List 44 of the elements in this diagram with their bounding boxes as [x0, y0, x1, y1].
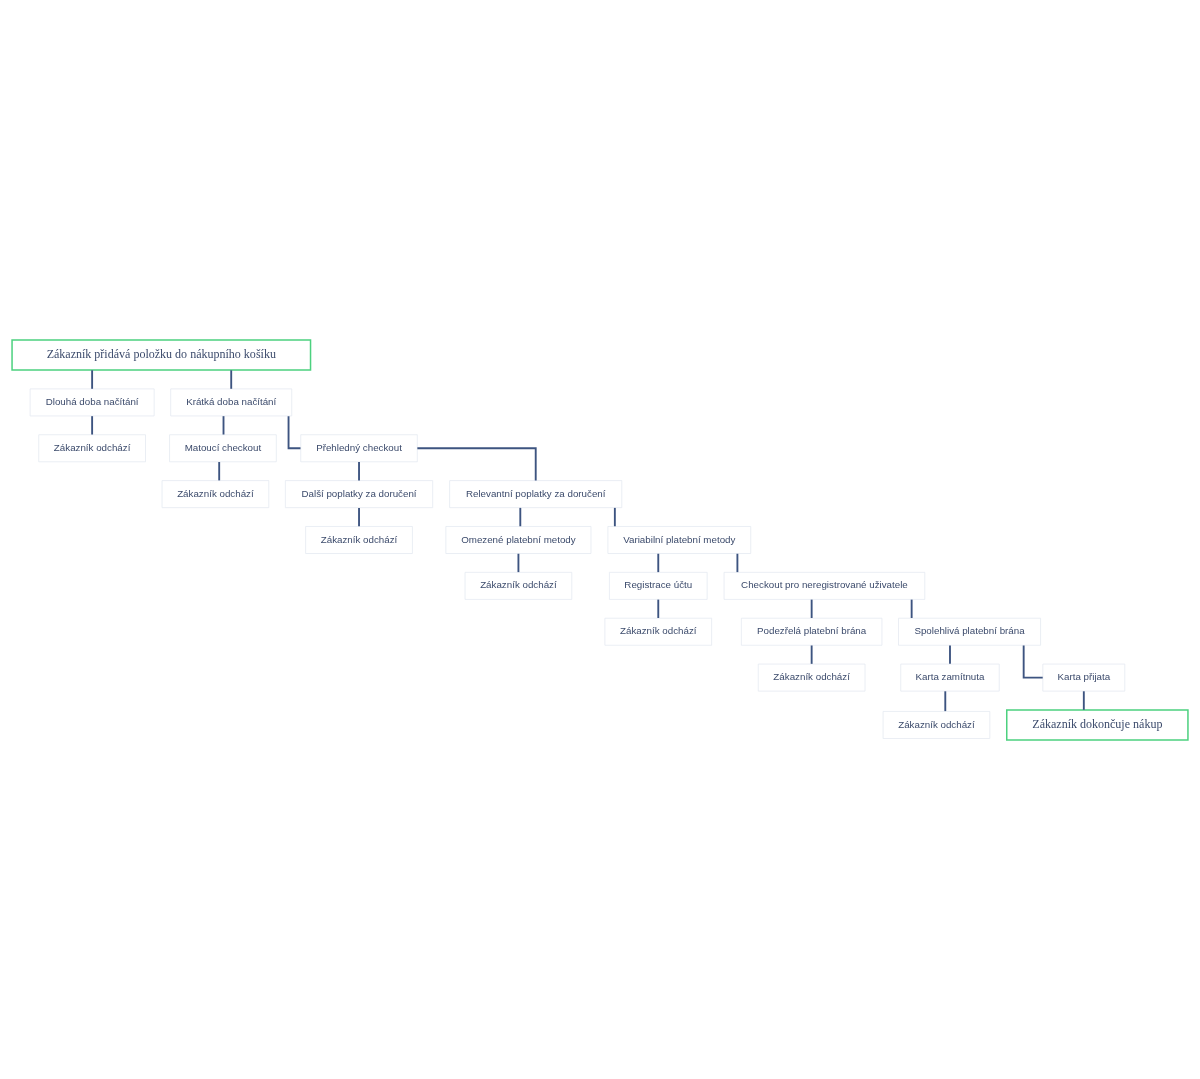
node-box: Karta zamítnuta — [900, 663, 1000, 691]
connector — [519, 506, 522, 527]
connector — [1082, 689, 1085, 711]
node-box: Zákazník odchází — [882, 710, 991, 739]
node-box: Zákazník odchází — [38, 433, 146, 462]
connector — [287, 414, 302, 449]
node-box: Zákazník odchází — [757, 663, 866, 691]
connector — [416, 446, 537, 481]
node-box: Podezřelá platební brána — [740, 617, 883, 646]
connector — [358, 506, 360, 527]
node-box: Variabilní platební metody — [607, 525, 752, 554]
connector — [657, 598, 660, 619]
connector — [736, 552, 739, 573]
connector — [91, 414, 94, 435]
node-box: Krátká doba načítání — [170, 388, 293, 416]
node-box: Zákazník odchází — [161, 479, 270, 508]
connector — [218, 460, 221, 481]
node-box: Spolehlivá platební brána — [898, 617, 1041, 646]
node-box: Karta přijata — [1042, 663, 1126, 691]
connector — [949, 644, 951, 665]
connector — [657, 552, 660, 573]
node-box: Checkout pro neregistrované uživatele — [723, 571, 926, 600]
node-box: Zákazník odchází — [604, 617, 713, 646]
connector — [910, 598, 913, 619]
connector — [230, 368, 233, 390]
connector — [222, 414, 225, 435]
node-box: Dlouhá doba načítání — [29, 388, 155, 416]
node-box: Relevantní poplatky za doručení — [449, 479, 623, 508]
node-box: Zákazník přidává položku do nákupního košíku — [11, 338, 312, 371]
connector — [810, 644, 813, 665]
node-box: Omezené platební metody — [445, 525, 592, 554]
node-box: Další poplatky za doručení — [284, 479, 434, 508]
connector — [517, 552, 520, 573]
connector — [944, 689, 947, 712]
node-box: Zákazník dokončuje nákup — [1006, 708, 1189, 741]
node-box: Zákazník odchází — [305, 525, 413, 554]
connector — [810, 598, 813, 619]
node-box: Zákazník odchází — [464, 571, 573, 600]
connector — [613, 506, 616, 527]
connector — [358, 460, 360, 481]
connector — [91, 368, 94, 390]
node-box: Přehledný checkout — [300, 433, 418, 462]
node-box: Matoucí checkout — [169, 433, 277, 462]
node-box: Registrace účtu — [609, 571, 708, 600]
